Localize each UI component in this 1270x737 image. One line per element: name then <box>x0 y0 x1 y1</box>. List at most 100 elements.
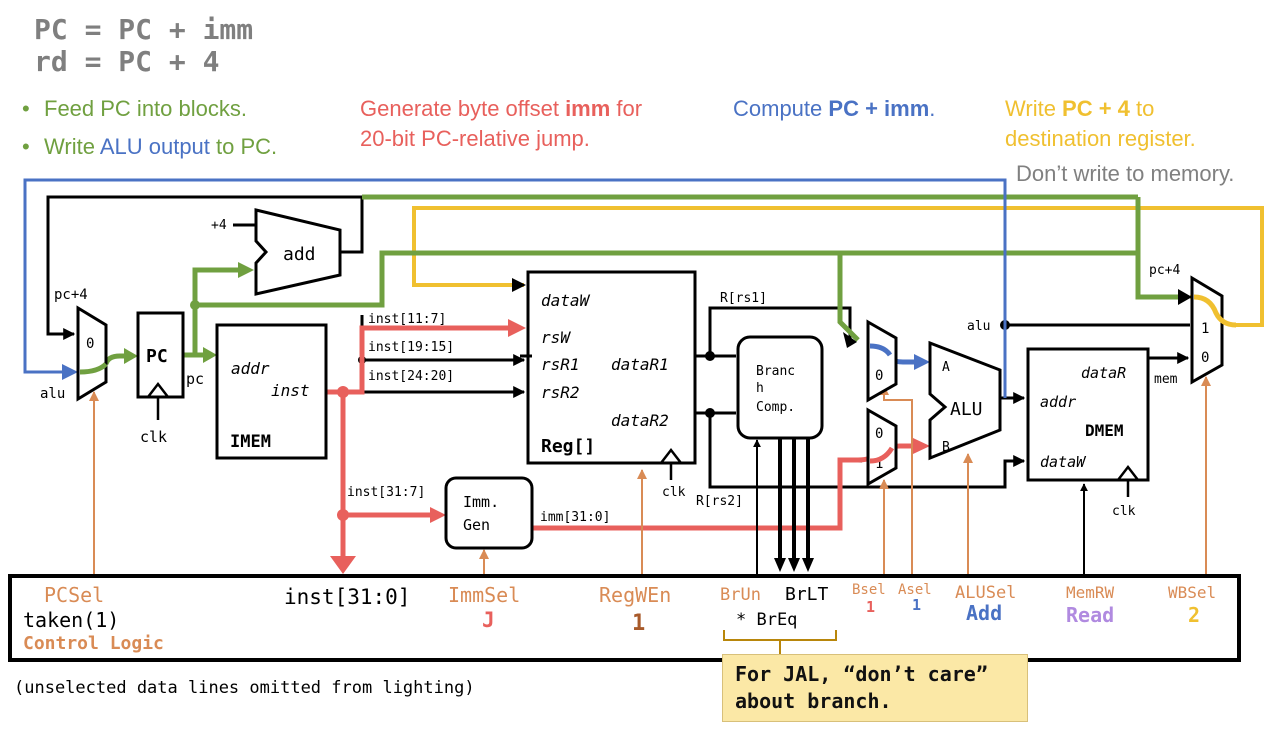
imem-name: IMEM <box>230 432 271 452</box>
equation-rd: rd = PC + 4 <box>34 45 220 78</box>
dmem-addr-label: addr <box>1040 393 1076 411</box>
alu-label: ALU <box>950 399 983 420</box>
immgen-label-1: Imm. <box>463 493 499 511</box>
imem-block <box>215 323 328 460</box>
pc-plus4-label: pc+4 <box>54 287 88 303</box>
clock-icon <box>660 447 682 464</box>
imm-31-0-label: imm[31:0] <box>540 510 610 525</box>
b-mux <box>866 407 898 487</box>
reg-clk-label: clk <box>662 485 686 500</box>
arrow-icon <box>330 556 356 574</box>
memrw-label: MemRW <box>1066 583 1115 602</box>
mem-label: mem <box>1154 372 1178 387</box>
r-rs1-label: R[rs1] <box>720 291 767 306</box>
jal-callout: For JAL, “don’t care” about branch. <box>722 654 1028 722</box>
bsel-inner-path <box>869 446 895 464</box>
arrow-icon <box>124 348 138 364</box>
wb-mux <box>1190 275 1224 385</box>
arrow-icon <box>914 354 930 370</box>
control-logic-box <box>8 574 1241 662</box>
immsel-label: ImmSel <box>448 583 520 607</box>
branch-comparator <box>736 335 824 440</box>
arrow-icon <box>788 558 800 572</box>
arrow-icon <box>802 558 814 572</box>
branch-output-wires <box>778 438 810 560</box>
pc-register-label: PC <box>146 346 168 367</box>
arrow-icon <box>843 332 857 348</box>
pc-mux-input-0: 0 <box>86 336 94 352</box>
note-compute: Compute PC + imm. <box>733 96 936 121</box>
arrow-icon <box>1178 289 1192 305</box>
reg-dataW-label: dataW <box>541 291 591 310</box>
arrow-icon <box>238 262 254 278</box>
junction-dot <box>705 351 715 361</box>
bsel-label: Bsel <box>852 582 886 598</box>
control-logic-label: Control Logic <box>23 633 164 654</box>
note-write-pc4: Write PC + 4 to <box>1005 96 1155 121</box>
imem-inst-label: inst <box>271 381 310 400</box>
reg-dataR1-label: dataR1 <box>611 355 669 374</box>
arrow-icon <box>508 319 526 337</box>
junction-dot <box>190 300 200 310</box>
pcsel-label: PCSel <box>44 583 104 607</box>
note-gen-imm: Generate byte offset imm for <box>360 96 643 121</box>
junction-dot <box>337 509 349 521</box>
clock-icon <box>1117 464 1139 481</box>
wbmux-input-1: 1 <box>1201 321 1209 337</box>
arrow-icon <box>62 364 78 380</box>
reg-dataR2-label: dataR2 <box>611 411 669 430</box>
note-write-alu: •Write ALU output to PC. <box>22 132 277 162</box>
imem-addr-label: addr <box>231 359 270 378</box>
alu-output-label: alu <box>967 319 990 334</box>
register-file <box>526 270 697 465</box>
immsel-value: J <box>482 608 495 632</box>
inst-19-15-label: inst[19:15] <box>368 340 454 355</box>
arrow-icon <box>913 438 930 454</box>
pc-feed-wires <box>103 194 1180 365</box>
control-wires <box>89 376 1211 575</box>
brun-label: BrUn <box>720 585 761 605</box>
imm-gen-block <box>444 476 534 550</box>
note-dest-reg: destination register. <box>1005 126 1196 151</box>
alusel-label: ALUSel <box>955 583 1016 603</box>
bullet-icon: • <box>22 134 30 159</box>
alusel-value: Add <box>966 601 1002 625</box>
reg-rsR1-label: rsR1 <box>541 355 580 374</box>
pc-out-label: pc <box>186 370 204 388</box>
inst-24-20-label: inst[24:20] <box>368 369 454 384</box>
bullet-icon: • <box>22 96 30 121</box>
equation-pc: PC = PC + imm <box>34 13 254 46</box>
dmem-clk-label: clk <box>1112 504 1136 519</box>
asel-value: 1 <box>912 596 921 614</box>
asel-label: Asel <box>898 582 932 598</box>
branch-label-2: h <box>756 381 764 396</box>
clock-icon <box>147 381 169 398</box>
brlt-label: BrLT <box>785 584 829 605</box>
junction-dot <box>705 408 715 418</box>
adder-label: add <box>283 244 316 265</box>
inst-31-0-label: inst[31:0] <box>284 585 410 609</box>
arrow-icon <box>203 347 217 363</box>
asel-inner-path <box>869 343 893 357</box>
alu-input-label: alu <box>40 386 65 402</box>
reg-rsR2-label: rsR2 <box>541 383 580 402</box>
note-pc-relative: 20-bit PC-relative jump. <box>360 126 590 151</box>
dmem-dataW-label: dataW <box>1040 453 1087 471</box>
reg-rsW-label: rsW <box>541 328 571 347</box>
bsel-value: 1 <box>866 598 875 616</box>
inst-11-7-label: inst[11:7] <box>368 312 446 327</box>
taken-label: taken(1) <box>23 608 119 632</box>
inst-31-7-label: inst[31:7] <box>347 485 425 500</box>
note-feed-pc: •Feed PC into blocks. <box>22 94 247 124</box>
branch-label-3: Comp. <box>756 400 795 415</box>
r-rs2-label: R[rs2] <box>696 494 743 509</box>
arrow-icon <box>512 278 526 292</box>
alu-input-a: A <box>942 360 950 375</box>
branch-label-1: Branc <box>756 364 795 379</box>
alu-input-b: B <box>942 440 950 455</box>
breq-label: * BrEq <box>736 610 797 630</box>
a-mux <box>866 319 898 403</box>
note-no-mem-write: Don’t write to memory. <box>1016 161 1235 186</box>
amux-input-0: 0 <box>875 368 883 384</box>
